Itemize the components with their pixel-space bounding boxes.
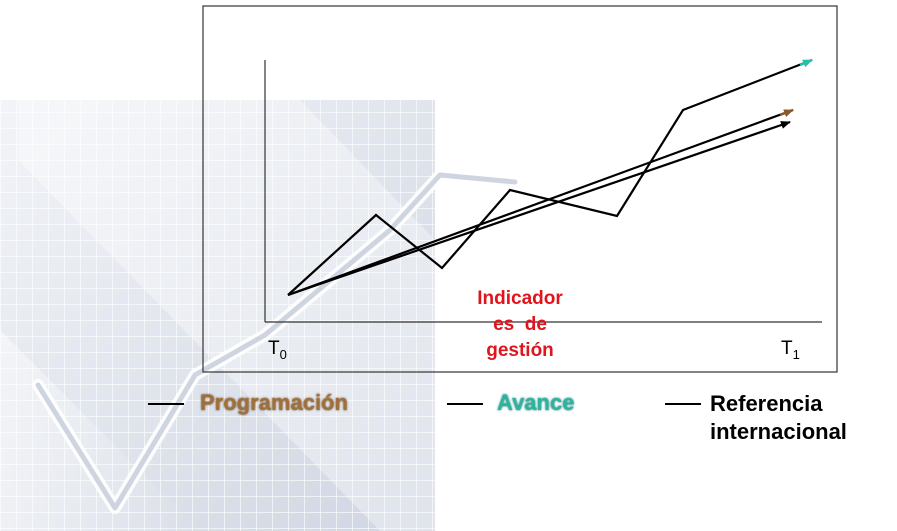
referencia-arrow: [287, 120, 791, 297]
t1-label-sub: 1: [792, 346, 800, 362]
avance-arrow-head: [799, 58, 813, 68]
legend-label-referencia-line-2: internacional: [710, 419, 847, 444]
t1-label: T1: [781, 338, 800, 362]
background-grid-image: [0, 100, 521, 531]
zigzag-series-line: [287, 58, 813, 296]
indicator-line-1: Indicador: [477, 288, 563, 309]
legend-label-programacion: Programación: [200, 390, 348, 415]
programacion-arrow-head: [779, 108, 794, 117]
programacion-arrow: [287, 108, 794, 297]
indicator-line-2: es de: [493, 314, 547, 335]
legend-label-referencia-line-1: Referencia: [710, 391, 823, 416]
legend-dash-referencia: [665, 403, 701, 405]
indicator-label: Indicador es de gestión: [452, 286, 588, 364]
legend-label-referencia: Referencia internacional: [710, 390, 847, 446]
t0-label: T0: [268, 338, 287, 362]
legend-label-avance: Avance: [497, 390, 575, 415]
diagram-frame: [202, 5, 838, 373]
t0-label-sub: 0: [279, 346, 287, 362]
t1-label-base: T: [781, 338, 793, 359]
indicator-line-3: gestión: [486, 340, 554, 361]
legend-dash-avance: [447, 403, 483, 405]
t0-label-base: T: [268, 338, 280, 359]
legend-dash-programacion: [148, 403, 184, 405]
